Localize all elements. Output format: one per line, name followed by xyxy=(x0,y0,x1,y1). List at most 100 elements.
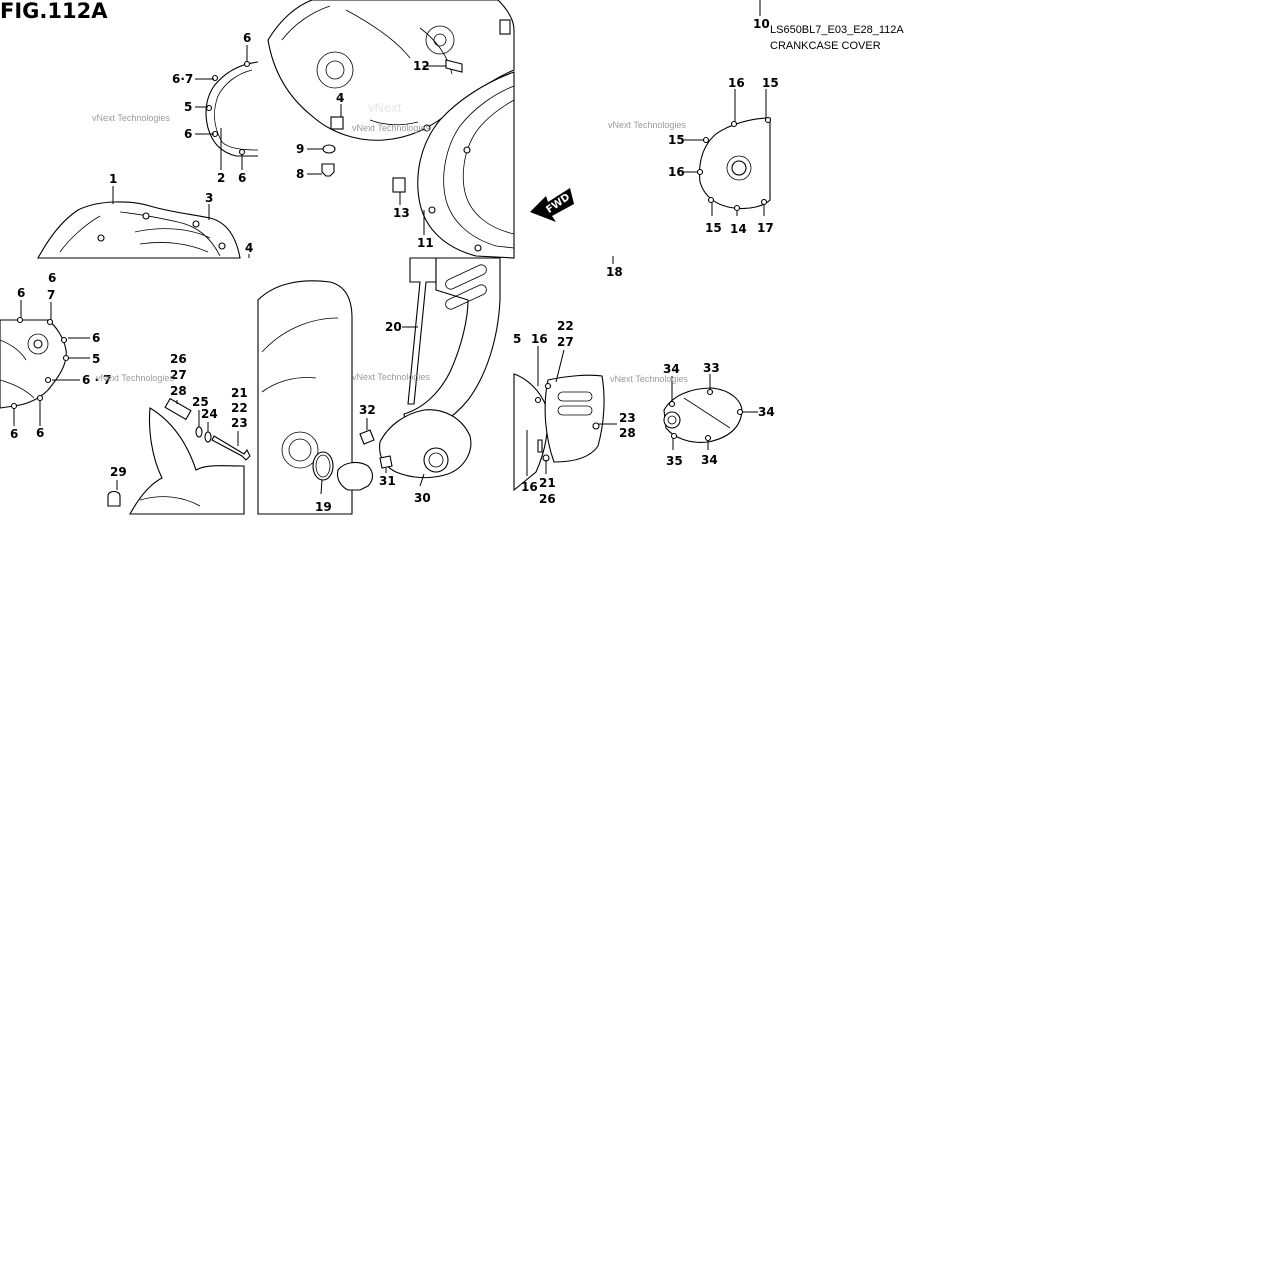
sprocket-cover-drawing xyxy=(544,374,605,463)
callout-6: 6 xyxy=(92,331,100,345)
callout-24: 24 xyxy=(201,407,218,421)
callout-35: 35 xyxy=(666,454,683,468)
washer-25 xyxy=(195,426,203,438)
pin-28 xyxy=(164,397,192,421)
watermark-ghost: vNext xyxy=(368,100,402,115)
callout-26: 26 xyxy=(170,352,187,366)
dowel-13 xyxy=(392,177,406,193)
callout-16: 16 xyxy=(531,332,548,346)
dowel-12 xyxy=(445,59,463,73)
callout-2: 2 xyxy=(217,171,225,185)
callout-31: 31 xyxy=(379,474,396,488)
callout-8: 8 xyxy=(296,167,304,181)
callout-6-7: 6 · 7 xyxy=(82,373,112,387)
plug-29 xyxy=(107,490,121,507)
cap-32 xyxy=(359,429,375,445)
callout-6-7: 6·7 xyxy=(172,72,193,86)
panel-bottom-right: 5 16 22 27 23 28 16 21 26 34 33 34 35 34… xyxy=(513,319,775,506)
callout-6: 6 xyxy=(48,271,56,285)
callout-25: 25 xyxy=(192,395,209,409)
callout-4: 4 xyxy=(336,91,344,105)
callout-14: 14 xyxy=(730,222,747,236)
watermark: vNext Technologies xyxy=(96,373,174,383)
callout-17: 17 xyxy=(757,221,774,235)
callout-6: 6 xyxy=(238,171,246,185)
fwd-arrow-icon xyxy=(530,188,574,222)
cover-drawing-lower xyxy=(129,407,245,515)
callout-15: 15 xyxy=(762,76,779,90)
clutch-cover-drawing xyxy=(417,71,515,259)
watermark: vNext Technologies xyxy=(608,120,686,130)
callout-30: 30 xyxy=(414,491,431,505)
washer-24 xyxy=(204,431,212,443)
bolt-21 xyxy=(537,439,543,453)
callout-6: 6 xyxy=(17,286,25,300)
washer-9 xyxy=(322,144,336,154)
callout-15: 15 xyxy=(705,221,722,235)
callout-34: 34 xyxy=(758,405,775,419)
callout-27: 27 xyxy=(557,335,574,349)
panel-top-left: 6 6·7 5 6 2 6 1 3 4 vNext Technologies xyxy=(37,31,259,259)
plug-31 xyxy=(379,455,393,469)
cover-30 xyxy=(379,409,472,479)
callout-16: 16 xyxy=(521,480,538,494)
cover-drawing-1 xyxy=(37,201,241,259)
callout-32: 32 xyxy=(359,403,376,417)
watermark: vNext Technologies xyxy=(610,374,688,384)
callout-20: 20 xyxy=(385,320,402,334)
callout-5: 5 xyxy=(184,100,192,114)
diagram-name: CRANKCASE COVER xyxy=(770,40,881,52)
diagram-code: LS650BL7_E03_E28_112A xyxy=(770,24,904,36)
callout-3: 3 xyxy=(205,191,213,205)
callout-5: 5 xyxy=(513,332,521,346)
callout-10: 10 xyxy=(753,17,770,31)
panel-bottom-middle: 20 32 31 30 19 vNext Technologies xyxy=(257,257,501,515)
crankcase-drawing-right xyxy=(513,373,549,492)
plug-8 xyxy=(321,163,335,177)
callout-13: 13 xyxy=(393,206,410,220)
callout-6: 6 xyxy=(243,31,251,45)
callout-21: 21 xyxy=(231,386,248,400)
panel-top-middle: vNext FWD 12 4 9 8 13 11 10 vNext Techno… xyxy=(267,0,770,259)
callout-23: 23 xyxy=(619,411,636,425)
callout-15: 15 xyxy=(668,133,685,147)
callout-18: 18 xyxy=(606,265,623,279)
callout-5: 5 xyxy=(92,352,100,366)
callout-26: 26 xyxy=(539,492,556,506)
callout-34: 34 xyxy=(701,453,718,467)
callout-16: 16 xyxy=(668,165,685,179)
watermark: vNext Technologies xyxy=(352,123,430,133)
filler-cap xyxy=(336,461,374,491)
callout-33: 33 xyxy=(703,361,720,375)
callout-27: 27 xyxy=(170,368,187,382)
callout-4: 4 xyxy=(245,241,253,255)
callout-19: 19 xyxy=(315,500,332,514)
dowel-4 xyxy=(330,116,344,130)
callout-28: 28 xyxy=(619,426,636,440)
callout-28: 28 xyxy=(170,384,187,398)
callout-9: 9 xyxy=(296,142,304,156)
figure-title: FIG.112A xyxy=(0,0,108,23)
clutch-cover-drawing-lower xyxy=(0,319,67,409)
callout-21: 21 xyxy=(539,476,556,490)
panel-top-right: 16 15 15 16 15 14 17 18 vNext Technologi… xyxy=(606,76,779,279)
callout-34: 34 xyxy=(663,362,680,376)
callout-6: 6 xyxy=(184,127,192,141)
callout-12: 12 xyxy=(413,59,430,73)
callout-7: 7 xyxy=(47,288,55,302)
callout-22: 22 xyxy=(231,401,248,415)
callout-1: 1 xyxy=(109,172,117,186)
panel-bottom-left: 6 6 7 6 5 6 · 7 6 6 26 27 28 25 24 21 22… xyxy=(0,271,251,515)
callout-22: 22 xyxy=(557,319,574,333)
callout-23: 23 xyxy=(231,416,248,430)
callout-6: 6 xyxy=(36,426,44,440)
watermark: vNext Technologies xyxy=(352,372,430,382)
callout-11: 11 xyxy=(417,236,434,250)
callout-16: 16 xyxy=(728,76,745,90)
callout-6: 6 xyxy=(10,427,18,441)
dipstick-20 xyxy=(407,257,437,405)
watermark: vNext Technologies xyxy=(92,113,170,123)
callout-29: 29 xyxy=(110,465,127,479)
bolt-23 xyxy=(211,435,251,461)
